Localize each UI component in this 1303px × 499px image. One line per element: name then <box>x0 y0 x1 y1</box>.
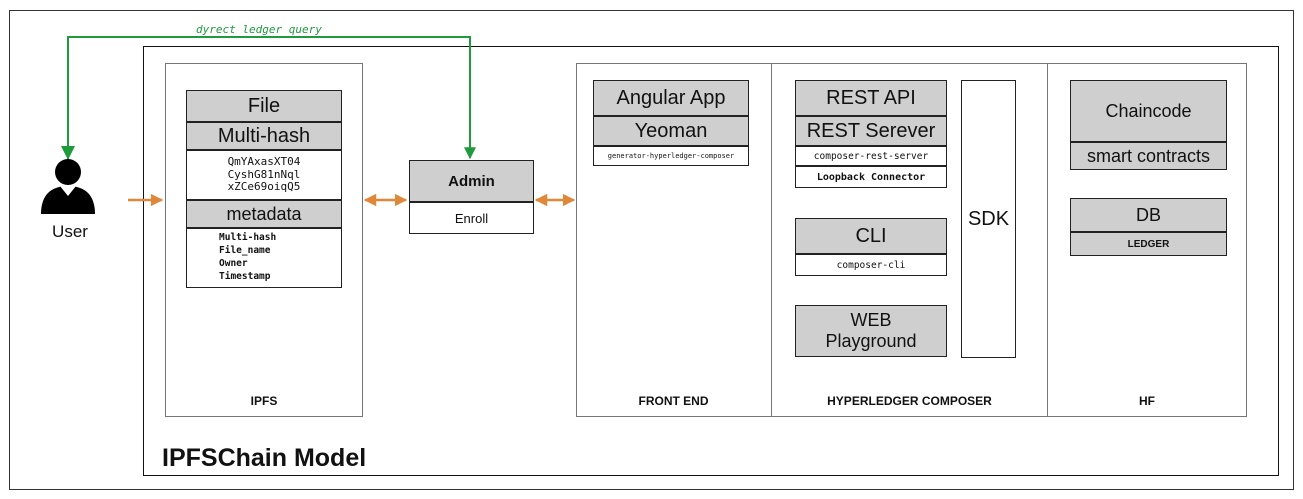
hash-line: xZCe69oiqQ5 <box>227 180 301 194</box>
angular-app-box: Angular App <box>593 80 749 116</box>
hf-title: HF <box>1139 394 1155 408</box>
metadata-field: File_name <box>219 245 271 257</box>
ipfs-metadata-box: metadata <box>186 200 342 228</box>
outer-frame <box>9 10 1294 490</box>
loopback-connector-box: Loopback Connector <box>795 166 947 188</box>
sdk-box: SDK <box>961 80 1016 358</box>
hash-line: QmYAxasXT04 <box>227 155 301 169</box>
cli-box: CLI <box>795 218 947 254</box>
generator-box: generator-hyperledger-composer <box>593 146 749 166</box>
db-box: DB <box>1070 198 1227 232</box>
frontend-title: FRONT END <box>638 394 709 408</box>
rest-api-box: REST API <box>795 80 947 116</box>
ipfs-title: IPFS <box>250 394 278 408</box>
cli-pkg: composer-cli <box>795 254 947 276</box>
composer-title: HYPERLEDGER COMPOSER <box>827 394 992 408</box>
admin-box: Admin <box>409 160 534 202</box>
ipfs-metadata-fields: Multi-hash File_name Owner Timestamp <box>186 228 342 288</box>
enroll-box: Enroll <box>409 202 534 234</box>
playground-label: Playground <box>825 331 917 351</box>
rest-server-box: REST Serever <box>795 116 947 146</box>
direct-query-connector <box>67 36 476 160</box>
user-icon <box>41 159 95 214</box>
ledger-box: LEDGER <box>1070 232 1227 256</box>
model-title: IPFSChain Model <box>162 444 367 472</box>
metadata-field: Owner <box>219 258 248 269</box>
ipfs-hash-value: QmYAxasXT04 CyshG81nNql xZCe69oiqQ5 <box>186 150 342 200</box>
web-playground-box: WEB Playground <box>795 305 947 357</box>
smart-contracts-box: smart contracts <box>1070 142 1227 170</box>
model-container <box>143 46 1279 476</box>
ipfs-file-box: File <box>186 90 342 122</box>
direct-query-arrowhead <box>61 146 75 160</box>
rest-server-pkg: composer-rest-server <box>795 146 947 166</box>
metadata-field: Multi-hash <box>219 232 277 244</box>
web-label: WEB <box>850 310 892 331</box>
ipfs-multihash-box: Multi-hash <box>186 122 342 150</box>
yeoman-box: Yeoman <box>593 116 749 146</box>
divider-hf <box>1047 63 1048 417</box>
hash-line: CyshG81nNql <box>227 167 301 181</box>
divider-frontend <box>771 63 772 417</box>
metadata-field: Timestamp <box>219 270 271 282</box>
chaincode-box: Chaincode <box>1070 80 1227 142</box>
direct-query-label: dyrect ledger query <box>196 23 322 36</box>
user-label: User <box>52 222 88 241</box>
